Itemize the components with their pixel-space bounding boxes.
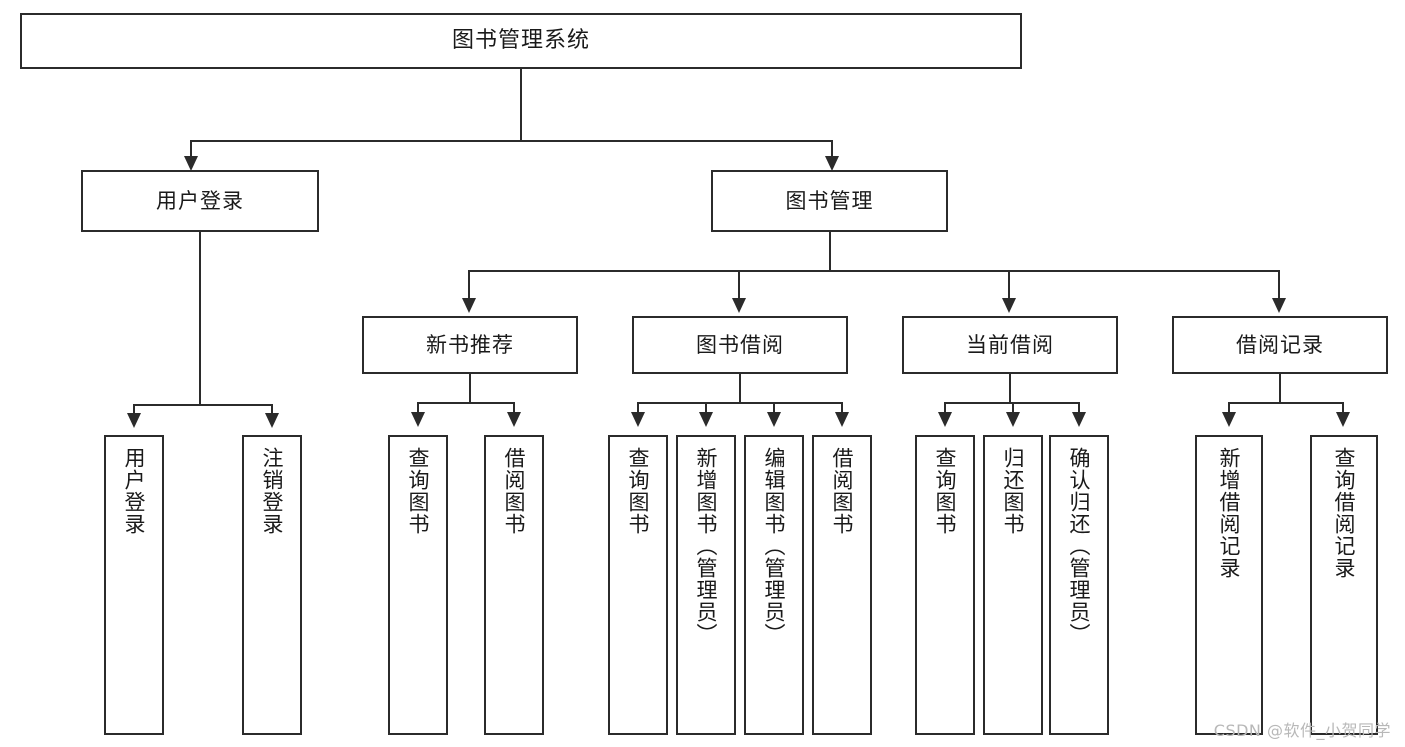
edge-borrowrecord-stem xyxy=(1279,374,1281,404)
node-user-login[interactable]: 用户登录 xyxy=(81,170,319,232)
edge-currentborrow-drop-1 xyxy=(944,402,946,414)
arrow-userlogin-leaf-1 xyxy=(127,413,141,428)
node-user-login-label: 用户登录 xyxy=(156,188,244,213)
arrow-bookborrow-leaf-1 xyxy=(631,412,645,427)
node-book-management[interactable]: 图书管理 xyxy=(711,170,948,232)
edge-bookborrow-drop-3 xyxy=(773,402,775,414)
leaf-user-login-signin-label: 用户登录 xyxy=(122,447,147,535)
leaf-current-borrow-return[interactable]: 归还图书 xyxy=(983,435,1043,735)
leaf-borrow-record-query-label: 查询借阅记录 xyxy=(1332,447,1357,579)
edge-borrowrecord-drop-2 xyxy=(1342,402,1344,414)
arrow-bookmgmt-child-2 xyxy=(732,298,746,313)
leaf-new-book-query[interactable]: 查询图书 xyxy=(388,435,448,735)
arrow-bookmgmt-child-4 xyxy=(1272,298,1286,313)
leaf-user-login-signin[interactable]: 用户登录 xyxy=(104,435,164,735)
leaf-user-login-signout-label: 注销登录 xyxy=(260,447,285,535)
arrow-borrowrecord-leaf-2 xyxy=(1336,412,1350,427)
leaf-current-borrow-return-label: 归还图书 xyxy=(1001,447,1026,535)
leaf-user-login-signout[interactable]: 注销登录 xyxy=(242,435,302,735)
edge-bookborrow-stem xyxy=(739,374,741,404)
edge-bookmgmt-bus xyxy=(468,270,1280,272)
edge-bookmgmt-stem xyxy=(829,232,831,272)
arrow-root-to-book-mgmt xyxy=(825,156,839,171)
leaf-book-borrow-query-label: 查询图书 xyxy=(626,447,651,535)
arrow-root-to-user-login xyxy=(184,156,198,171)
node-borrow-record[interactable]: 借阅记录 xyxy=(1172,316,1388,374)
arrow-borrowrecord-leaf-1 xyxy=(1222,412,1236,427)
edge-currentborrow-stem xyxy=(1009,374,1011,404)
edge-currentborrow-drop-3 xyxy=(1078,402,1080,414)
edge-userlogin-bus xyxy=(133,404,273,406)
leaf-book-borrow-add-label: 新增图书（管理员） xyxy=(694,447,719,645)
edge-borrowrecord-bus xyxy=(1228,402,1344,404)
edge-bookborrow-drop-4 xyxy=(841,402,843,414)
edge-root-to-user-login xyxy=(190,140,192,162)
node-new-book-recommend[interactable]: 新书推荐 xyxy=(362,316,578,374)
node-new-book-recommend-label: 新书推荐 xyxy=(426,332,514,357)
leaf-borrow-record-add[interactable]: 新增借阅记录 xyxy=(1195,435,1263,735)
leaf-book-borrow-query[interactable]: 查询图书 xyxy=(608,435,668,735)
leaf-current-borrow-query[interactable]: 查询图书 xyxy=(915,435,975,735)
leaf-current-borrow-confirm-return[interactable]: 确认归还（管理员） xyxy=(1049,435,1109,735)
node-book-borrow[interactable]: 图书借阅 xyxy=(632,316,848,374)
leaf-current-borrow-query-label: 查询图书 xyxy=(933,447,958,535)
arrow-newbook-leaf-2 xyxy=(507,412,521,427)
node-root-label: 图书管理系统 xyxy=(451,28,590,54)
leaf-new-book-borrow[interactable]: 借阅图书 xyxy=(484,435,544,735)
arrow-userlogin-leaf-2 xyxy=(265,413,279,428)
leaf-book-borrow-lend-label: 借阅图书 xyxy=(830,447,855,535)
leaf-book-borrow-edit[interactable]: 编辑图书（管理员） xyxy=(744,435,804,735)
leaf-book-borrow-add[interactable]: 新增图书（管理员） xyxy=(676,435,736,735)
node-borrow-record-label: 借阅记录 xyxy=(1236,332,1324,357)
node-root-book-management-system[interactable]: 图书管理系统 xyxy=(20,13,1022,69)
arrow-bookborrow-leaf-2 xyxy=(699,412,713,427)
leaf-borrow-record-add-label: 新增借阅记录 xyxy=(1217,447,1242,579)
arrow-currentborrow-leaf-3 xyxy=(1072,412,1086,427)
edge-newbook-drop-2 xyxy=(513,402,515,414)
leaf-new-book-borrow-label: 借阅图书 xyxy=(502,447,527,535)
node-book-borrow-label: 图书借阅 xyxy=(696,332,784,357)
edge-bookborrow-drop-1 xyxy=(637,402,639,414)
edge-userlogin-left-drop xyxy=(133,404,135,416)
edge-newbook-drop-1 xyxy=(417,402,419,414)
edge-bookmgmt-drop-3 xyxy=(1008,270,1010,300)
leaf-borrow-record-query[interactable]: 查询借阅记录 xyxy=(1310,435,1378,735)
edge-root-bus xyxy=(190,140,833,142)
leaf-book-borrow-lend[interactable]: 借阅图书 xyxy=(812,435,872,735)
edge-bookborrow-drop-2 xyxy=(705,402,707,414)
leaf-new-book-query-label: 查询图书 xyxy=(406,447,431,535)
arrow-currentborrow-leaf-2 xyxy=(1006,412,1020,427)
edge-borrowrecord-drop-1 xyxy=(1228,402,1230,414)
leaf-book-borrow-edit-label: 编辑图书（管理员） xyxy=(762,447,787,645)
edge-root-stem xyxy=(520,68,522,141)
arrow-bookmgmt-child-1 xyxy=(462,298,476,313)
edge-userlogin-right-drop xyxy=(271,404,273,416)
arrow-bookmgmt-child-3 xyxy=(1002,298,1016,313)
arrow-bookborrow-leaf-4 xyxy=(835,412,849,427)
node-current-borrow-label: 当前借阅 xyxy=(966,332,1054,357)
edge-bookborrow-bus xyxy=(637,402,843,404)
leaf-current-borrow-confirm-return-label: 确认归还（管理员） xyxy=(1067,447,1092,645)
edge-newbook-bus xyxy=(417,402,515,404)
arrow-bookborrow-leaf-3 xyxy=(767,412,781,427)
node-current-borrow[interactable]: 当前借阅 xyxy=(902,316,1118,374)
node-book-management-label: 图书管理 xyxy=(785,188,874,213)
edge-bookmgmt-drop-2 xyxy=(738,270,740,300)
edge-newbook-stem xyxy=(469,374,471,404)
edge-root-to-book-mgmt xyxy=(831,140,833,162)
arrow-currentborrow-leaf-1 xyxy=(938,412,952,427)
edge-bookmgmt-drop-4 xyxy=(1278,270,1280,300)
edge-bookmgmt-drop-1 xyxy=(468,270,470,300)
edge-userlogin-stem xyxy=(199,232,201,406)
edge-currentborrow-drop-2 xyxy=(1012,402,1014,414)
arrow-newbook-leaf-1 xyxy=(411,412,425,427)
